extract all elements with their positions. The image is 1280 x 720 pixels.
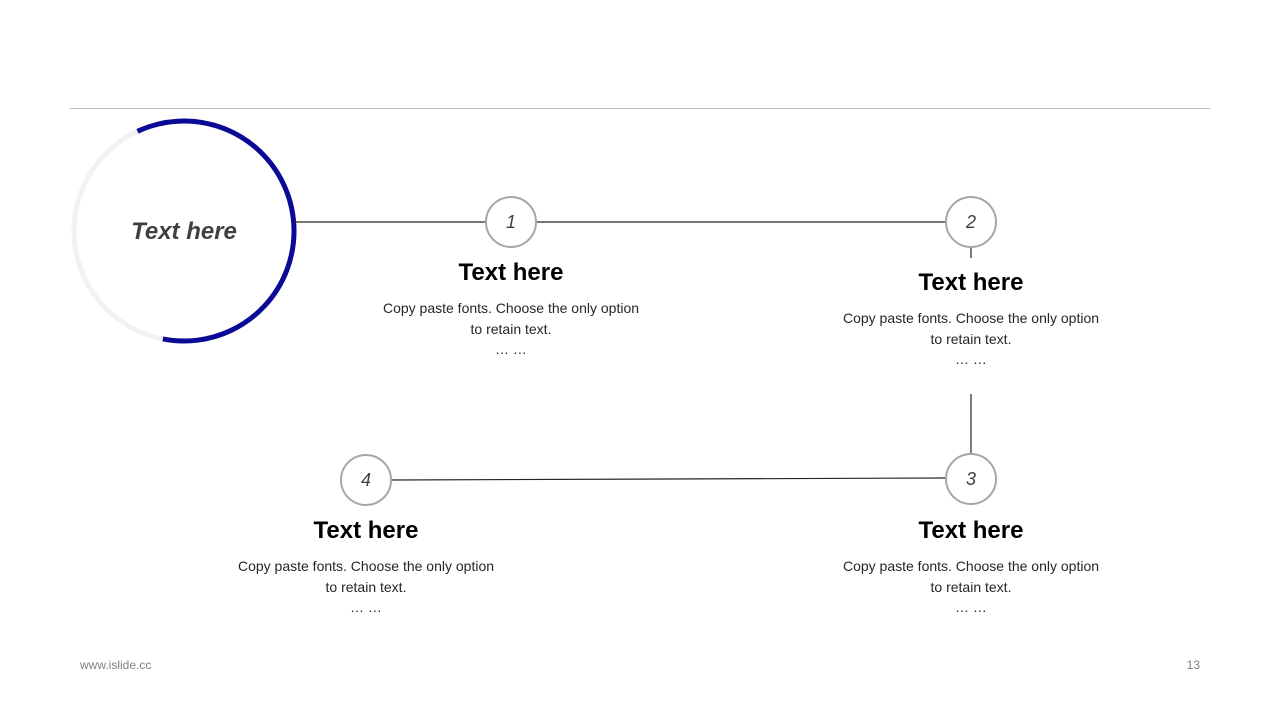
- top-divider-line: [70, 108, 1210, 109]
- step-2-title: Text here: [918, 269, 1024, 296]
- step-4-title: Text here: [313, 517, 419, 544]
- step-4-number-circle: 4: [340, 454, 392, 506]
- step-4-description: Copy paste fonts. Choose the only option…: [237, 558, 495, 595]
- step-3-description: Copy paste fonts. Choose the only option…: [842, 558, 1100, 595]
- step-3-number-circle: 3: [945, 453, 997, 505]
- step-2-ellipsis: … …: [955, 351, 987, 367]
- step-1-description: Copy paste fonts. Choose the only option…: [382, 300, 640, 337]
- step-2-number-circle: 2: [945, 196, 997, 248]
- step-1-number-circle: 1: [485, 196, 537, 248]
- footer-url[interactable]: www.islide.cc: [80, 658, 152, 672]
- step-3-title: Text here: [918, 517, 1024, 544]
- hub-label: Text here: [131, 218, 237, 245]
- page-number: 13: [1186, 658, 1200, 672]
- step-1-block: Text here Copy paste fonts. Choose the o…: [381, 258, 641, 358]
- step-3-block: Text here Copy paste fonts. Choose the o…: [841, 516, 1101, 616]
- step-2-block: Text here Copy paste fonts. Choose the o…: [841, 268, 1101, 368]
- step-2-description: Copy paste fonts. Choose the only option…: [842, 310, 1100, 347]
- step-3-ellipsis: … …: [955, 599, 987, 615]
- connector-step-3-to-step-4: [390, 477, 947, 481]
- step-4-ellipsis: … …: [350, 599, 382, 615]
- hub-progress-arc: [71, 118, 297, 344]
- step-1-ellipsis: … …: [495, 341, 527, 357]
- step-1-title: Text here: [458, 259, 564, 286]
- step-4-block: Text here Copy paste fonts. Choose the o…: [236, 516, 496, 616]
